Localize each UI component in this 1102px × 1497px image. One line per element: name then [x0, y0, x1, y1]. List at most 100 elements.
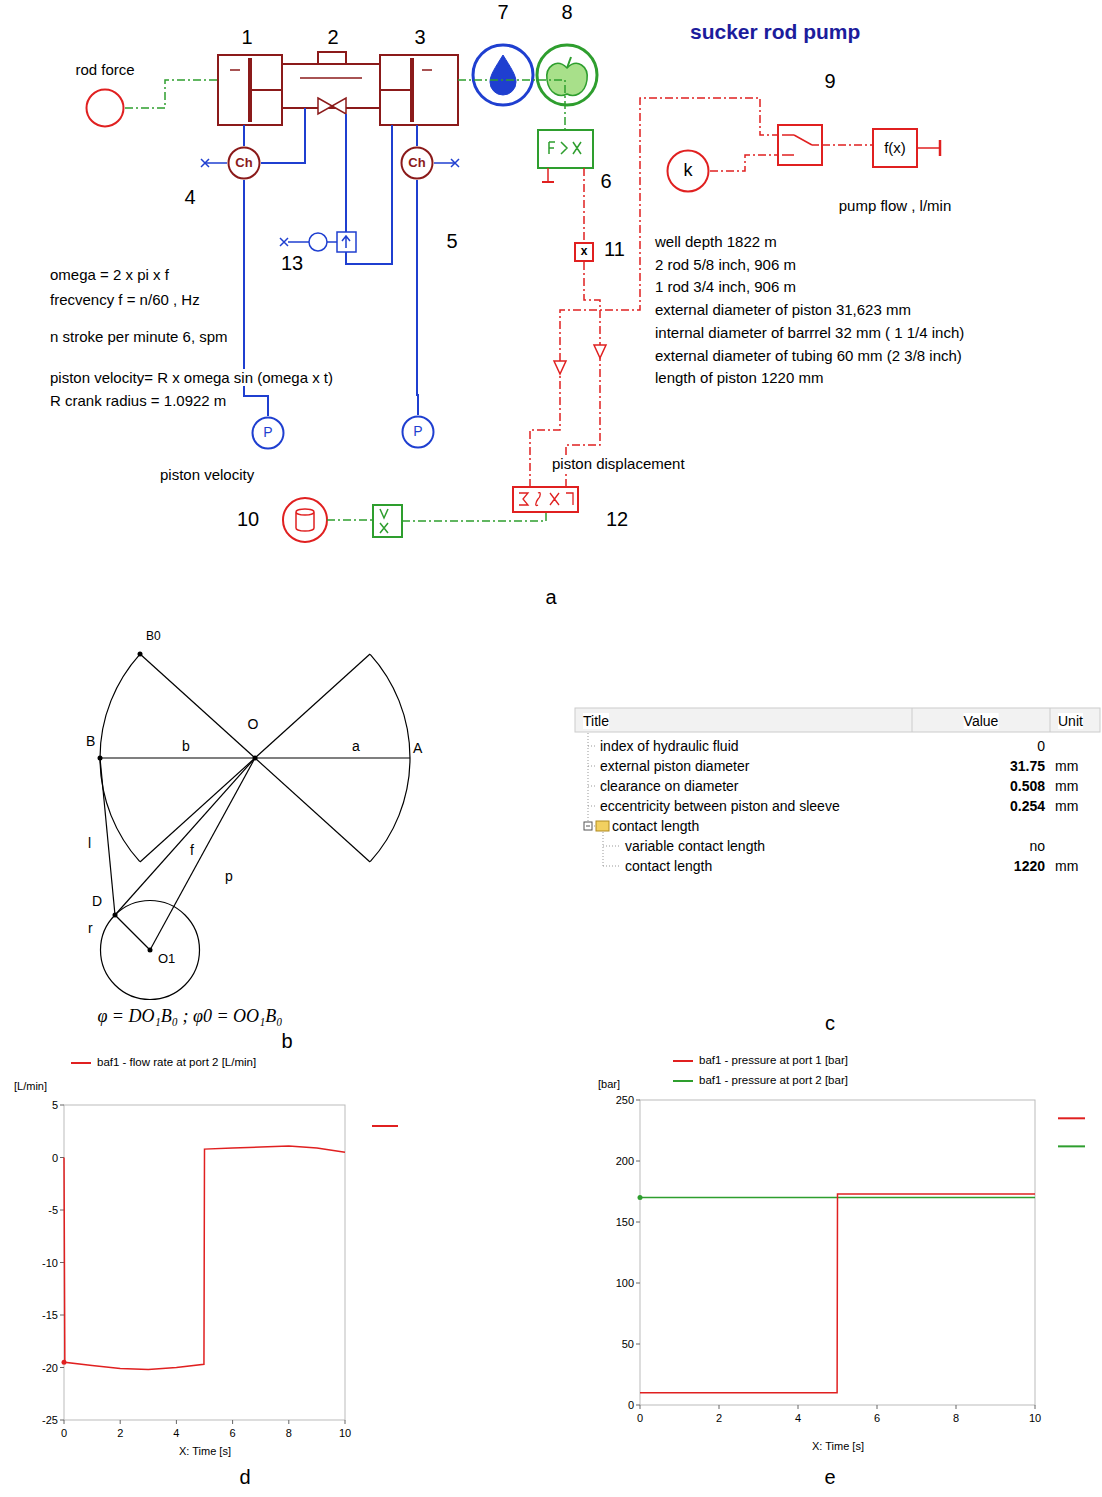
terminator — [939, 140, 942, 156]
table-cell: external piston diameter — [600, 758, 749, 774]
callout-number: 1 — [241, 26, 252, 49]
data-marker — [638, 1195, 643, 1200]
table-cell: 31.75 — [1010, 758, 1045, 774]
block-glyph — [519, 493, 573, 506]
switch-glyph — [782, 135, 819, 155]
legend-line-sample — [70, 1058, 92, 1068]
table-cell: Title — [583, 713, 609, 729]
callout-number: 11 — [604, 238, 625, 261]
note-text: internal diameter of barrrel 32 mm ( 1 1… — [655, 324, 964, 341]
signal-line — [402, 512, 546, 521]
data-curve — [640, 1194, 1035, 1393]
point-label: b — [182, 738, 190, 754]
cylinder-body — [380, 55, 458, 125]
tick-mark — [60, 1105, 64, 1106]
axis-label: 10 — [1029, 1412, 1041, 1425]
arrow-mark — [230, 69, 240, 71]
tick-mark — [120, 1420, 121, 1424]
callout-number: 6 — [600, 170, 611, 193]
wire — [547, 168, 549, 182]
axis-label: 0 — [637, 1412, 643, 1425]
piston-rod — [380, 89, 412, 91]
wire — [416, 125, 418, 146]
table-cell: mm — [1055, 778, 1078, 794]
collapse-mark — [586, 826, 590, 827]
apple-symbol — [547, 64, 587, 96]
diagram-title: sucker rod pump — [690, 20, 860, 44]
tick-mark — [60, 1420, 64, 1421]
axis-label: 2 — [716, 1412, 722, 1425]
tree-line — [588, 766, 597, 767]
tick-mark — [60, 1315, 64, 1316]
fluid-icon — [473, 45, 533, 105]
wire — [288, 241, 309, 243]
table-cell: no — [1029, 838, 1045, 854]
table-icon — [296, 509, 314, 531]
axis-label: 8 — [286, 1427, 292, 1440]
droplet — [490, 55, 516, 95]
axis-label: 2 — [117, 1427, 123, 1440]
node-label: f(x) — [884, 140, 906, 157]
node-shape — [402, 148, 433, 179]
node-label: rod force — [75, 62, 134, 79]
wire — [243, 125, 245, 146]
value-marker — [1058, 1117, 1085, 1119]
axis-label: 100 — [616, 1277, 634, 1290]
panel-letter: d — [239, 1466, 250, 1489]
switch-block — [778, 125, 822, 165]
piston-rod — [250, 89, 282, 91]
callout-number: 3 — [414, 26, 425, 49]
tree-line — [603, 866, 621, 867]
node-shape — [253, 418, 284, 449]
note-text: omega = 2 x pi x f — [50, 266, 169, 283]
tick-mark — [636, 1344, 640, 1345]
hydraulic-line — [417, 180, 418, 415]
callout-number: 12 — [606, 508, 628, 531]
axis-label: 8 — [953, 1412, 959, 1425]
signal-line — [918, 147, 940, 149]
tree-line — [588, 806, 597, 807]
callout-number: 9 — [824, 70, 835, 93]
valve-arrow — [342, 236, 350, 248]
tick-mark — [60, 1262, 64, 1263]
tick-mark — [877, 1405, 878, 1409]
link-line — [115, 758, 255, 915]
table-cell: mm — [1055, 758, 1078, 774]
data-marker — [62, 1360, 67, 1365]
tree-line — [588, 733, 589, 828]
tick-mark — [60, 1210, 64, 1211]
node-label: P — [263, 425, 272, 440]
gain-box: x — [574, 242, 594, 262]
tick-mark — [719, 1405, 720, 1409]
axis-label: [bar] — [598, 1078, 620, 1091]
axis-label: -15 — [42, 1309, 58, 1322]
tick-mark — [640, 1405, 641, 1409]
signal-line — [560, 98, 778, 361]
wire — [205, 162, 227, 164]
tick-mark — [636, 1161, 640, 1162]
valve-seat — [300, 77, 362, 79]
point — [138, 652, 143, 657]
tick-mark — [798, 1405, 799, 1409]
point-label: p — [225, 868, 233, 884]
table-cell: contact length — [612, 818, 699, 834]
table-cell: 0 — [1037, 738, 1045, 754]
callout-number: 5 — [446, 230, 457, 253]
tree-line — [603, 846, 621, 847]
legend-text: baf1 - flow rate at port 2 [L/min] — [97, 1056, 256, 1069]
tick-mark — [345, 1420, 346, 1424]
tick-mark — [1035, 1405, 1036, 1409]
formula: φ = DO₁B₀ ; φ0 = OO₁B₀ — [97, 1006, 282, 1027]
point-label: A — [413, 740, 422, 756]
legend-text: baf1 - pressure at port 1 [bar] — [699, 1054, 848, 1067]
node-label: Ch — [408, 156, 425, 170]
point-label: l — [88, 835, 91, 851]
legend-item: baf1 - pressure at port 1 [bar] — [672, 1054, 848, 1067]
velocity-block — [373, 505, 402, 537]
signal-source — [283, 498, 327, 542]
terminator — [542, 181, 554, 183]
orifice-symbol — [318, 98, 346, 114]
axis-label: -10 — [42, 1256, 58, 1269]
legend-line-sample — [672, 1056, 694, 1066]
